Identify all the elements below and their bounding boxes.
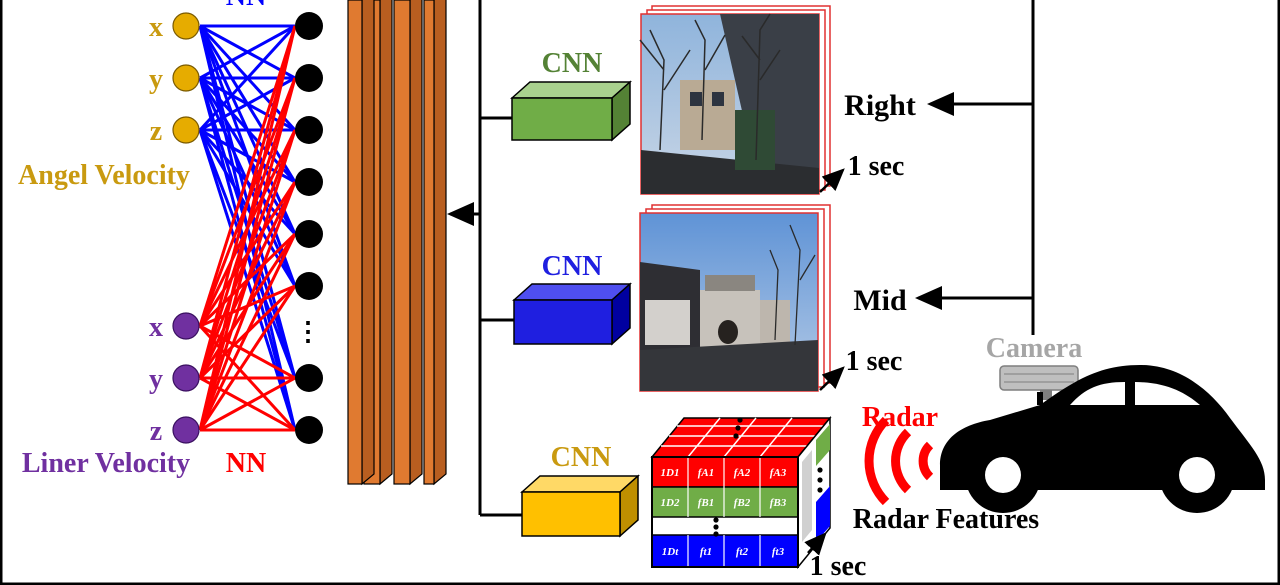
- radar-row-id: 1D2: [661, 497, 680, 509]
- nn-edge-linear: [198, 25, 297, 379]
- radar-feature-cell: fB3: [770, 497, 787, 509]
- linear-axis-label: y: [149, 364, 163, 395]
- linear-input-node: [172, 312, 200, 340]
- radar-row-id: 1D1: [661, 467, 680, 479]
- linear-axis-label: z: [150, 416, 162, 447]
- cnn-block-mid: [512, 282, 632, 346]
- radar-feature-cube: [650, 415, 832, 570]
- nn-edge-linear: [198, 129, 297, 431]
- angel-velocity-label: Angel Velocity: [18, 160, 190, 191]
- hidden-node: [295, 116, 323, 144]
- angular-axis-label: y: [149, 64, 163, 95]
- nn-edge-angular: [199, 24, 296, 80]
- radar-feature-cell: fA2: [734, 467, 751, 479]
- mid-camera-image: [639, 212, 819, 392]
- angular-axis-label: z: [150, 116, 162, 147]
- radar-wave-icon: [864, 416, 934, 506]
- radar-feature-cells: 1D1 fA1 fA2 fA3 1D2 fB1 fB2 fB3 1Dt ft1 ft2 ft3: [661, 467, 787, 558]
- nn-edge-linear: [198, 25, 297, 431]
- nn-edge-linear: [198, 25, 297, 327]
- hidden-node: [295, 364, 323, 392]
- linear-input-node: [172, 364, 200, 392]
- nn-bottom-label: NN: [226, 448, 266, 479]
- angular-input-node: [172, 64, 200, 92]
- radar-feature-cell: fB2: [734, 497, 751, 509]
- one-sec-right: 1 sec: [848, 151, 905, 182]
- camera-label: Camera: [986, 333, 1082, 364]
- one-sec-radar: 1 sec: [810, 551, 867, 582]
- radar-feature-cell: ft3: [772, 546, 785, 558]
- angular-input-node: [172, 116, 200, 144]
- radar-feature-cell: fA3: [770, 467, 787, 479]
- hidden-node: [295, 12, 323, 40]
- cnn-label-mid: CNN: [542, 251, 603, 282]
- hidden-node: [295, 272, 323, 300]
- mid-camera-frames: [639, 204, 845, 392]
- radar-feature-cell: ft2: [736, 546, 749, 558]
- radar-feature-cell: fA1: [698, 467, 715, 479]
- car-icon: [940, 365, 1265, 513]
- nn-edge-linear: [198, 77, 297, 431]
- cnn-block-radar: [520, 474, 640, 538]
- nn-edge-linear: [198, 181, 297, 431]
- hidden-node: [295, 64, 323, 92]
- nn-edge-angular: [198, 24, 297, 132]
- angular-input-node: [172, 12, 200, 40]
- fc-layer-1: [423, 0, 447, 486]
- angular-axis-label: x: [149, 12, 163, 43]
- cnn-label-radar: CNN: [551, 442, 612, 473]
- hidden-ellipsis: ⋮: [295, 317, 321, 346]
- right-camera-image: [639, 13, 820, 195]
- one-sec-mid: 1 sec: [846, 346, 903, 377]
- fc-layer-stack: [347, 0, 447, 486]
- radar-row-id: 1Dt: [662, 546, 679, 558]
- fc-layer-2: [393, 0, 423, 486]
- camera-icon: [999, 365, 1079, 400]
- nn-top-label: NN: [226, 0, 266, 12]
- radar-label: Radar: [862, 402, 938, 433]
- radar-cube-dots: [713, 417, 823, 537]
- hidden-node: [295, 416, 323, 444]
- nn-edge-linear: [199, 376, 296, 432]
- radar-time-arrow: [804, 532, 827, 556]
- radar-feature-cell: ft1: [700, 546, 712, 558]
- nn-edges: [198, 24, 297, 432]
- linear-input-node: [172, 416, 200, 444]
- hidden-node: [295, 168, 323, 196]
- cnn-label-right: CNN: [542, 48, 603, 79]
- hidden-node: [295, 220, 323, 248]
- camera-feed-lines: [915, 0, 1035, 335]
- right-view-label: Right: [844, 89, 916, 122]
- liner-velocity-label: Liner Velocity: [22, 448, 190, 479]
- mid-view-label: Mid: [853, 284, 907, 317]
- cnn-block-right: [510, 80, 632, 142]
- linear-axis-label: x: [149, 312, 163, 343]
- nn-edge-linear: [198, 285, 297, 431]
- radar-feature-cell: fB1: [698, 497, 715, 509]
- fc-layer-4: [347, 0, 375, 486]
- right-camera-frames: [639, 5, 845, 195]
- nn-edge-linear: [198, 233, 297, 431]
- fusion-connector: [447, 0, 522, 517]
